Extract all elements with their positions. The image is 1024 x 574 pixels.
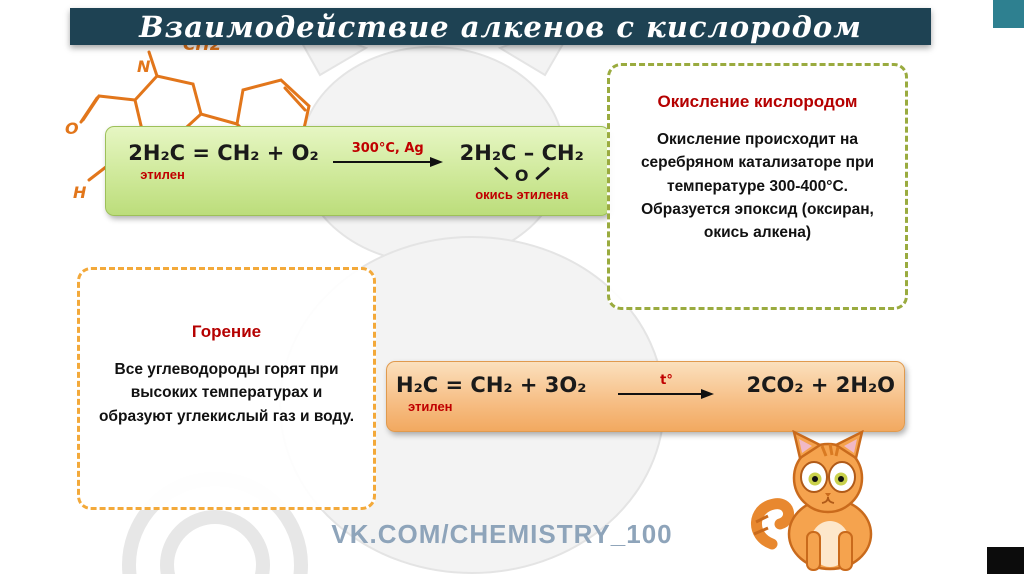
black-corner-decoration: [987, 547, 1024, 574]
combustion-note-title: Горение: [191, 322, 262, 341]
combustion-reactants-formula: H₂C = CH₂ + 3O₂: [396, 373, 587, 397]
oxidation-note-body: Окисление происходит на серебряном катал…: [640, 131, 875, 241]
ethylene-label: этилен: [140, 167, 185, 183]
combustion-equation: H₂C = CH₂ + 3O₂ этилен t° 2CO₂ + 2H₂O: [396, 373, 895, 415]
epoxidation-reactants-formula: 2H₂C = CH₂ + O₂: [128, 141, 319, 165]
epoxide-formula: 2H₂C – CH₂: [459, 141, 584, 165]
oxidation-note-box: Окисление кислородом Окисление происходи…: [607, 63, 908, 310]
combustion-ethylene-label: этилен: [408, 399, 453, 415]
epoxidation-reaction-arrow: 300°С, Ag: [332, 141, 443, 168]
arrow-icon: [618, 389, 715, 400]
cat-illustration: [751, 430, 873, 571]
combustion-reaction-arrow: t°: [618, 373, 715, 400]
epoxidation-equation-box: 2H₂C = CH₂ + O₂ этилен 300°С, Ag 2H₂C – …: [105, 126, 610, 216]
oxidation-note-title: Окисление кислородом: [657, 92, 858, 111]
cat-head: [792, 442, 864, 514]
molecule-label-h: H: [73, 183, 87, 202]
epoxide-bond-left: [494, 166, 509, 180]
vk-watermark: VK.COM/CHEMISTRY_100: [331, 519, 673, 549]
cat-tail: [751, 498, 794, 550]
epoxidation-reactants-term: 2H₂C = CH₂ + O₂ этилен: [128, 141, 319, 183]
epoxide-bond-right: [535, 166, 550, 180]
epoxide-oxygen: O: [514, 166, 529, 186]
arrow-icon: [332, 157, 443, 168]
ethylene-oxide-label: окись этилена: [475, 187, 569, 203]
title-bar: Взаимодействие алкенов с кислородом: [70, 8, 931, 45]
combustion-reactants-term: H₂C = CH₂ + 3O₂ этилен: [396, 373, 587, 415]
epoxidation-product-term: 2H₂C – CH₂ O окись этилена: [457, 141, 587, 203]
teal-corner-decoration: [993, 0, 1024, 28]
combustion-equation-box: H₂C = CH₂ + 3O₂ этилен t° 2CO₂ + 2H₂O: [386, 361, 905, 432]
combustion-products-formula: 2CO₂ + 2H₂O: [746, 373, 895, 397]
molecule-label-n: N: [137, 57, 151, 76]
combustion-condition-label: t°: [660, 373, 673, 388]
slide-title: Взаимодействие алкенов с кислородом: [139, 9, 862, 44]
epoxidation-equation: 2H₂C = CH₂ + O₂ этилен 300°С, Ag 2H₂C – …: [128, 141, 587, 203]
combustion-note-box: Горение Все углеводороды горят при высок…: [77, 267, 376, 510]
molecule-label-o: O: [65, 119, 79, 138]
epoxide-ring: O: [457, 165, 587, 185]
combustion-products-term: 2CO₂ + 2H₂O: [746, 373, 895, 397]
combustion-note-body: Все углеводороды горят при высоких темпе…: [98, 361, 355, 425]
epoxidation-condition-label: 300°С, Ag: [351, 141, 424, 156]
